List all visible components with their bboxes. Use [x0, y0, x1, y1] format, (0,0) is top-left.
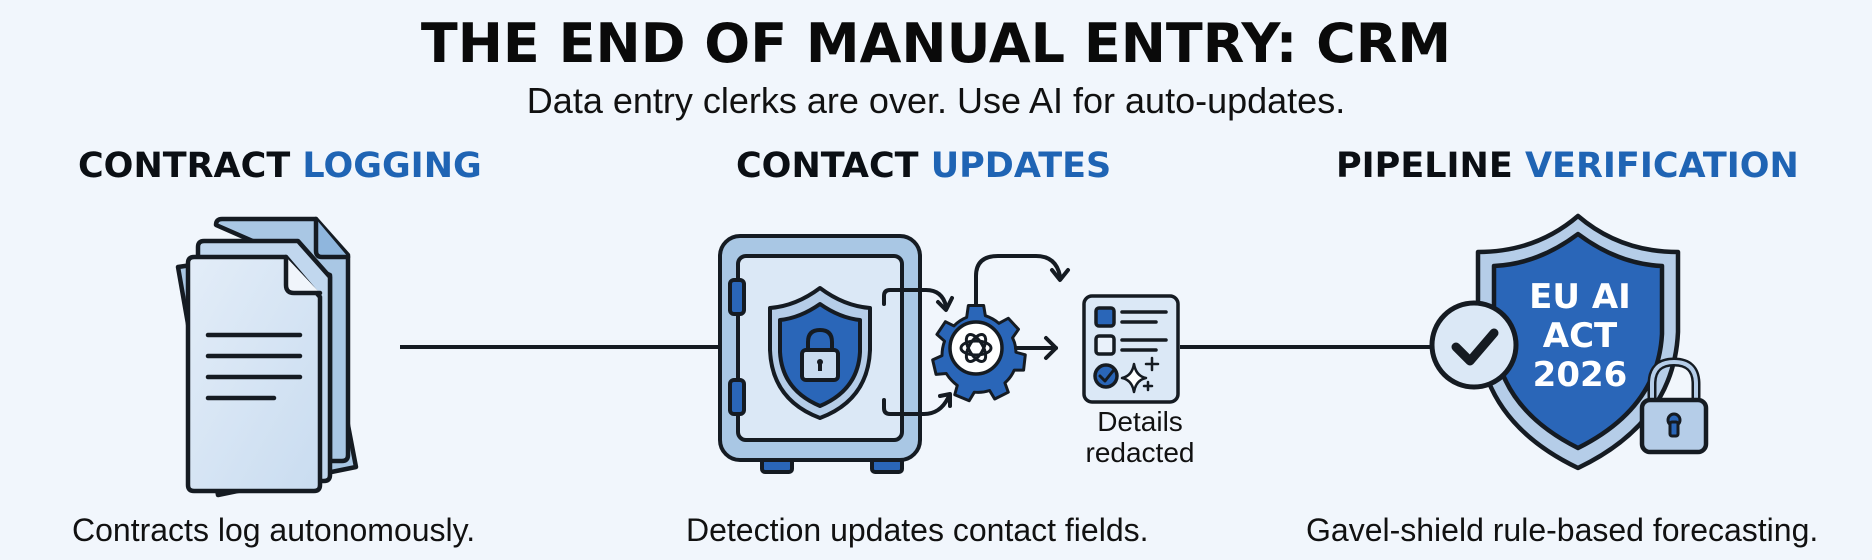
section-heading-contact-updates: CONTACT UPDATES	[736, 146, 1111, 186]
section-heading-contract-logging: CONTRACT LOGGING	[78, 146, 482, 186]
heading-main: CONTACT	[736, 146, 919, 186]
connector-line	[1180, 345, 1440, 349]
eu-ai-act-shield-icon: EU AI ACT 2026	[1429, 213, 1709, 471]
page-subtitle: Data entry clerks are over. Use AI for a…	[526, 80, 1346, 121]
caption-contact-updates: Detection updates contact fields.	[686, 512, 1149, 548]
padlock-icon	[1639, 357, 1709, 455]
badge-line-3: 2026	[1533, 355, 1628, 395]
heading-accent: UPDATES	[930, 146, 1112, 186]
badge-line-1: EU AI	[1529, 277, 1631, 317]
heading-accent: VERIFICATION	[1524, 146, 1799, 186]
section-heading-pipeline-verification: PIPELINE VERIFICATION	[1336, 146, 1799, 186]
heading-main: CONTRACT	[78, 146, 291, 186]
stacked-documents-icon	[175, 216, 359, 498]
checklist-icon	[1082, 294, 1180, 404]
caption-pipeline-verification: Gavel-shield rule-based forecasting.	[1306, 512, 1819, 548]
heading-accent: LOGGING	[302, 146, 482, 186]
page-title: THE END OF MANUAL ENTRY: CRM	[420, 12, 1452, 75]
note-line: redacted	[1085, 437, 1195, 468]
caption-contract-logging: Contracts log autonomously.	[72, 512, 476, 548]
safe-with-shield-lock-icon	[718, 234, 1180, 474]
badge-line-2: ACT	[1543, 316, 1618, 356]
heading-main: PIPELINE	[1336, 146, 1513, 186]
note-line: Details	[1097, 406, 1183, 437]
redacted-note: Details redacted	[1075, 406, 1205, 468]
connector-line	[400, 345, 720, 349]
checkmark-circle-icon	[1429, 300, 1519, 390]
ai-gear-icon	[931, 304, 1027, 403]
